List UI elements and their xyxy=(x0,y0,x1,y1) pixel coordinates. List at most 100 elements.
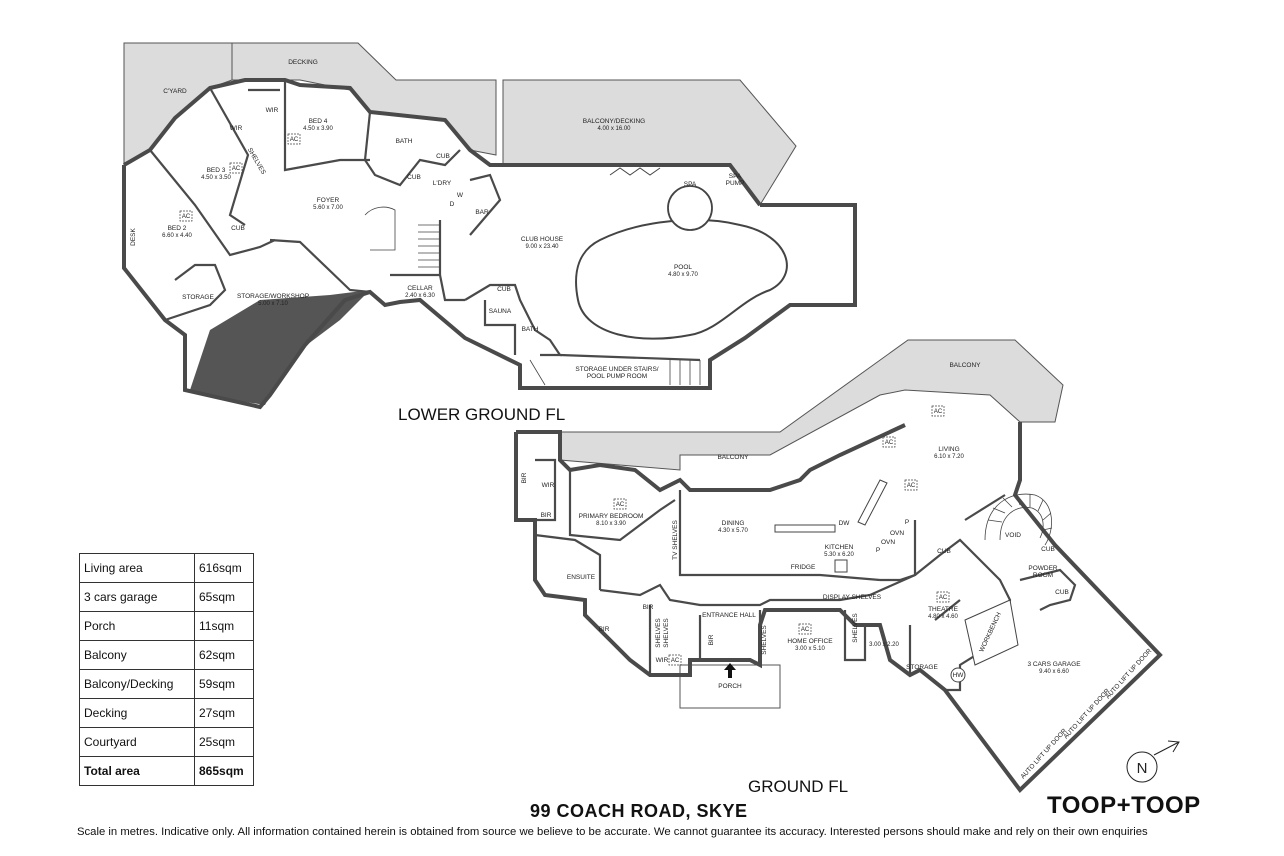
room-hw: HW xyxy=(953,672,965,679)
area-label: Decking xyxy=(79,698,195,728)
entrance-arrow-icon xyxy=(724,663,736,678)
lower-ground-floor-label: LOWER GROUND FL xyxy=(398,405,565,424)
room-shelves-1: SHELVES xyxy=(655,618,662,648)
svg-text:AC: AC xyxy=(934,409,943,415)
room-laundry: L'DRY xyxy=(433,180,452,187)
room-shelves-4: SHELVES xyxy=(852,613,859,643)
room-balcony-decking-dim: 4.00 x 16.00 xyxy=(597,126,631,132)
room-cub-1: CUB xyxy=(937,548,951,555)
room-balcony-decking: BALCONY/DECKING xyxy=(583,118,646,125)
area-value: 27sqm xyxy=(194,698,254,728)
room-bed-2-dim: 6.60 x 4.40 xyxy=(162,233,192,239)
area-value: 616sqm xyxy=(194,553,254,583)
room-display-shelves: DISPLAY SHELVES xyxy=(823,594,882,601)
room-storage-under-stairs: STORAGE UNDER STAIRS/ xyxy=(575,366,658,373)
room-storage: STORAGE xyxy=(182,294,214,301)
room-ensuite: ENSUITE xyxy=(567,574,596,581)
room-living-dim: 6.10 x 7.20 xyxy=(934,454,964,460)
room-cub-1: CUB xyxy=(231,225,245,232)
room-entrance-hall: ENTRANCE HALL xyxy=(702,612,756,619)
room-bed-2: BED 2 xyxy=(168,225,187,232)
room-courtyard: C'YARD xyxy=(163,88,187,95)
room-kitchen: KITCHEN xyxy=(825,544,854,551)
room-bir-5: BIR xyxy=(708,634,715,645)
room-storage-workshop: STORAGE/WORKSHOP xyxy=(237,293,309,300)
room-dishwasher: DW xyxy=(839,520,851,527)
room-cub-2: CUB xyxy=(1041,546,1055,553)
room-bar: BAR xyxy=(475,209,489,216)
lower-ground-plan: DECKING C'YARD WIR WIR BED 4 4.50 x 3.90… xyxy=(122,42,857,424)
room-bed-3: BED 3 xyxy=(207,167,226,174)
room-cub-3: CUB xyxy=(436,153,450,160)
room-club-house-dim: 9.00 x 23.40 xyxy=(525,244,559,250)
garage-door-3: AUTO LIFT UP DOOR xyxy=(1105,647,1154,700)
room-pantry-1: P xyxy=(905,519,909,526)
room-living: LIVING xyxy=(938,446,959,453)
area-value: 25sqm xyxy=(194,727,254,757)
room-cellar-dim: 2.40 x 6.30 xyxy=(405,293,435,299)
room-bir-2: BIR xyxy=(541,512,552,519)
room-garage-dim: 9.40 x 6.60 xyxy=(1039,669,1069,675)
area-value: 65sqm xyxy=(194,582,254,612)
room-sauna: SAUNA xyxy=(489,308,512,315)
room-balcony-top: BALCONY xyxy=(949,362,981,369)
brand-logo: TOOP+TOOP xyxy=(1047,792,1201,819)
workshop-slab xyxy=(190,290,370,405)
room-wir-2: WIR xyxy=(656,657,669,664)
svg-text:AC: AC xyxy=(182,214,191,220)
room-pool-pump: POOL PUMP ROOM xyxy=(587,373,647,380)
svg-text:AC: AC xyxy=(939,595,948,601)
room-theatre-dim: 4.80 x 4.60 xyxy=(928,614,958,620)
room-bath-2: BATH xyxy=(522,326,539,333)
property-address: 99 COACH ROAD, SKYE xyxy=(530,801,748,821)
svg-text:AC: AC xyxy=(290,137,299,143)
room-foyer: FOYER xyxy=(317,197,340,204)
area-label: Balcony xyxy=(79,640,195,670)
room-kitchen-dim: 5.30 x 6.20 xyxy=(824,552,854,558)
balcony-top-area xyxy=(559,339,1064,471)
room-dining: DINING xyxy=(722,520,745,527)
garage-door-1: AUTO LIFT UP DOOR xyxy=(1020,727,1069,780)
room-decking: DECKING xyxy=(288,59,318,66)
pool-outline xyxy=(575,219,788,340)
room-tv-shelves: TV SHELVES xyxy=(672,520,679,560)
svg-text:AC: AC xyxy=(671,658,680,664)
area-label: Porch xyxy=(79,611,195,641)
ac-unit-icon: AC AC AC AC AC AC AC xyxy=(613,405,950,666)
room-cellar: CELLAR xyxy=(407,285,433,292)
room-wir: WIR xyxy=(542,482,555,489)
room-fridge: FRIDGE xyxy=(791,564,816,571)
room-home-office-dim: 3.00 x 5.10 xyxy=(795,646,825,652)
room-spa: SPA xyxy=(684,181,697,188)
ground-plan: BALCONY BALCONY LIVING 6.10 x 7.20 BIR W… xyxy=(514,339,1163,796)
room-pantry-2: P xyxy=(876,547,880,554)
area-value: 865sqm xyxy=(194,756,254,786)
room-shelves: SHELVES xyxy=(246,147,267,177)
room-cub-4: CUB xyxy=(497,286,511,293)
room-pool-dim: 4.80 x 9.70 xyxy=(668,272,698,278)
area-label: Courtyard xyxy=(79,727,195,757)
room-bir-4: BIR xyxy=(643,604,654,611)
spiral-stair-icon xyxy=(984,492,1053,546)
room-home-office: HOME OFFICE xyxy=(787,638,833,645)
room-primary-bedroom-dim: 8.10 x 3.90 xyxy=(596,521,626,527)
courtyard-area xyxy=(123,42,233,166)
room-wir-2: WIR xyxy=(230,125,243,132)
decking-area xyxy=(231,42,497,156)
room-porch: PORCH xyxy=(718,683,742,690)
north-arrow-icon: N xyxy=(1126,740,1180,783)
area-value: 62sqm xyxy=(194,640,254,670)
room-dining-dim: 4.30 x 5.70 xyxy=(718,528,748,534)
stair-icon xyxy=(364,206,701,386)
svg-text:AC: AC xyxy=(885,440,894,446)
kitchen-island xyxy=(774,524,836,533)
svg-text:AC: AC xyxy=(907,483,916,489)
